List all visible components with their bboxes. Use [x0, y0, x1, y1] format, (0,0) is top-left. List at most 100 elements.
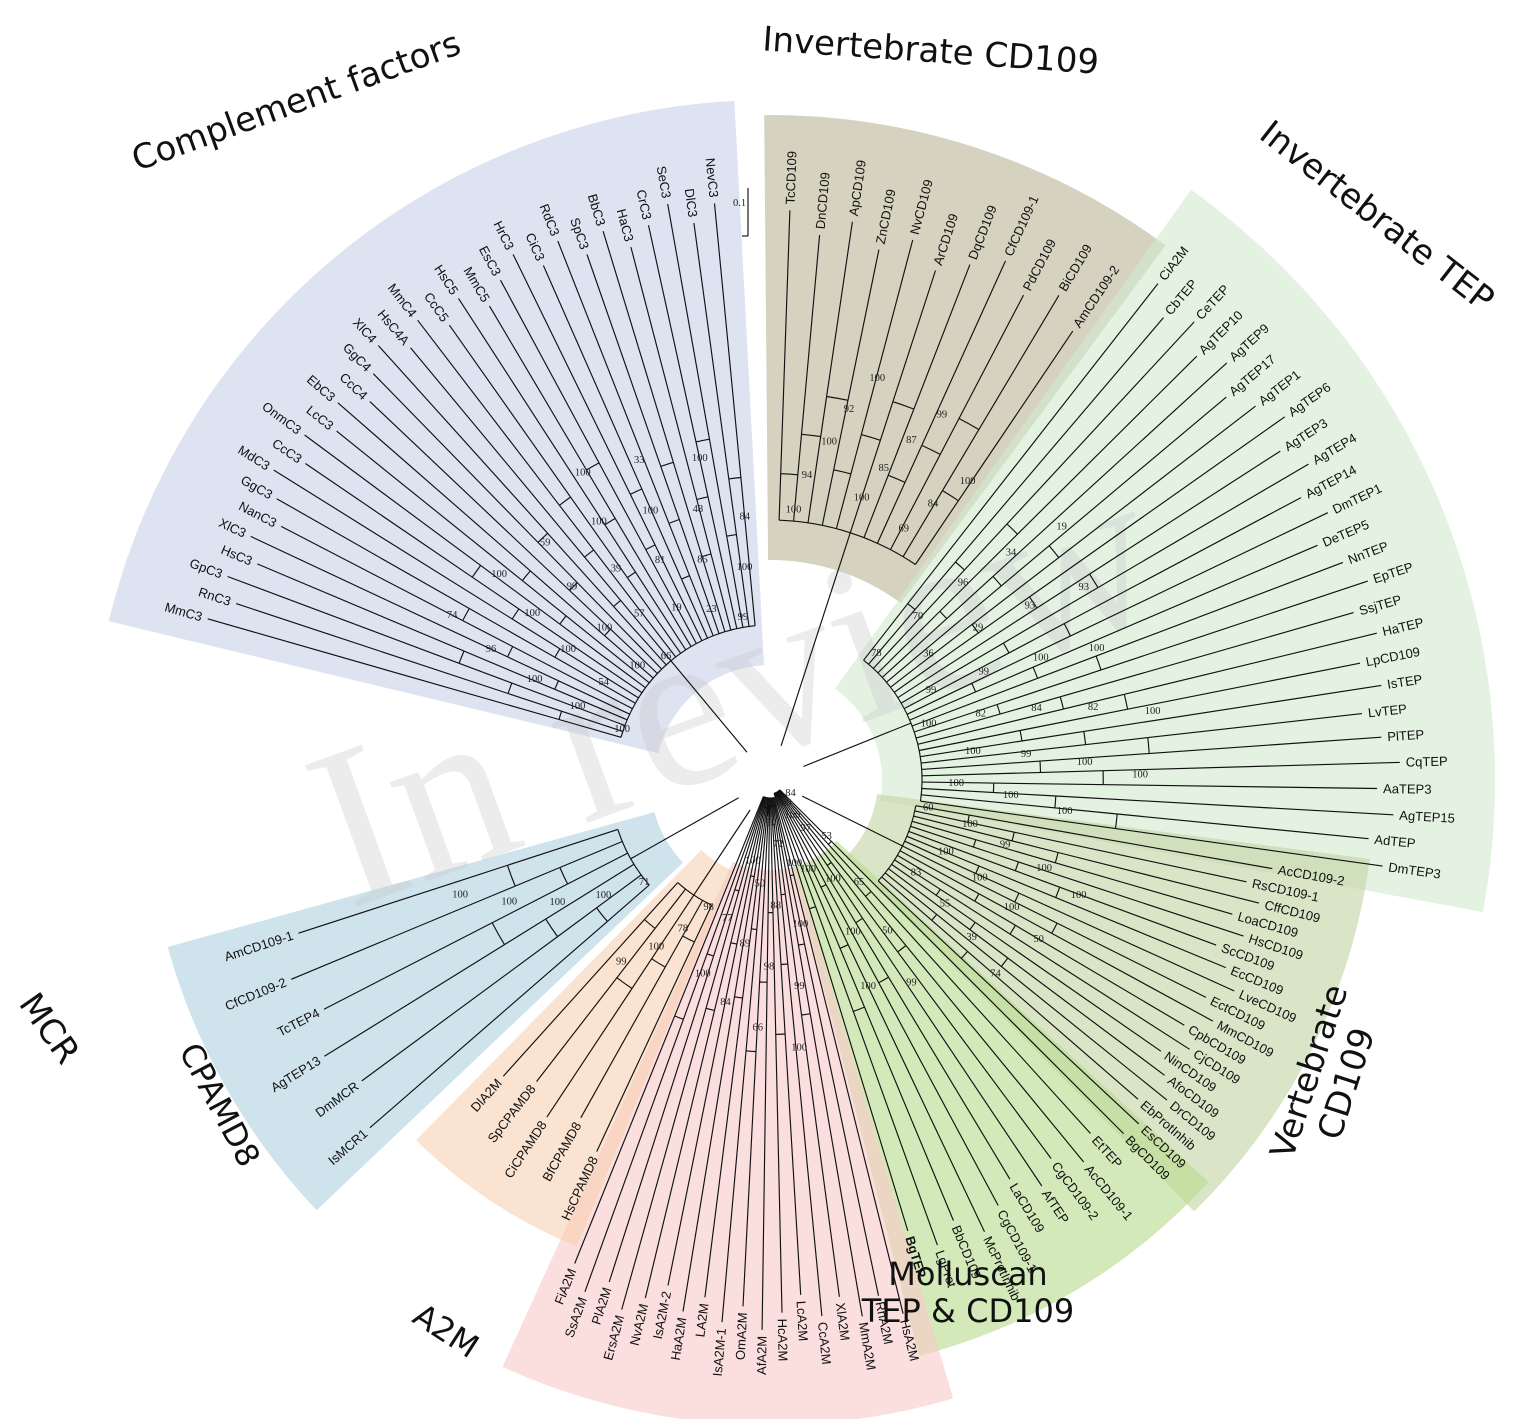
branch-inner — [554, 688, 628, 721]
branch-leaf — [888, 976, 1011, 1180]
branch-leaf — [1060, 612, 1354, 698]
branch-inner — [888, 868, 1009, 959]
bootstrap-value: 100 — [1004, 902, 1020, 913]
bootstrap-value: 99 — [937, 409, 948, 420]
branch-leaf — [1039, 736, 1382, 762]
bootstrap-value: 66 — [661, 651, 672, 662]
branch-inner — [793, 434, 803, 522]
branch-inner — [921, 781, 994, 784]
bootstrap-value: 74 — [447, 610, 458, 621]
branch-leaf — [410, 347, 586, 558]
branch-inner — [881, 876, 968, 952]
branch-inner — [872, 523, 1008, 669]
branch-inner — [902, 845, 1058, 924]
branch-inner — [584, 556, 672, 662]
leaf-label: CcA2M — [815, 1321, 834, 1365]
branch-inner — [511, 618, 639, 699]
branch-inner — [920, 800, 1008, 814]
branch-leaf — [942, 295, 1060, 491]
leaf-label: DlC3 — [682, 187, 701, 218]
branch-inner — [471, 576, 643, 694]
branch-inner — [915, 696, 1061, 739]
branch-leaf — [1048, 396, 1227, 547]
branch-inner — [567, 852, 628, 885]
branch-inner — [775, 792, 849, 945]
branch-inner — [620, 882, 679, 947]
leaf-label: AaTEP3 — [1383, 781, 1432, 797]
leaf-label: AdTEP — [1374, 832, 1416, 851]
branch-leaf — [502, 945, 622, 1077]
bootstrap-value: 100 — [1003, 790, 1019, 801]
branch-leaf — [369, 920, 608, 1129]
clade-title-mcr: MCR — [11, 986, 88, 1072]
bootstrap-value: 100 — [745, 856, 761, 867]
branch-inner — [779, 789, 832, 842]
branch-inner — [507, 656, 630, 715]
branch-inner — [886, 545, 1050, 683]
sector-cpamd8 — [416, 849, 733, 1247]
branch-inner — [893, 596, 1030, 693]
bootstrap-value: 83 — [911, 867, 922, 878]
branch-inner — [645, 549, 697, 644]
bootstrap-value: 99 — [794, 981, 805, 992]
branch-inner — [890, 623, 973, 688]
branch-leaf — [1018, 861, 1244, 937]
branch-inner — [849, 401, 894, 533]
branch-leaf — [784, 894, 840, 1297]
bootstrap-value: 93 — [1079, 582, 1090, 593]
branch-leaf — [280, 525, 463, 622]
branch-leaf — [971, 512, 1329, 684]
clade-title-inv_cd109: Invertebrate CD109 — [761, 19, 1100, 82]
branch-inner — [514, 840, 623, 887]
branch-leaf — [546, 988, 633, 1118]
bootstrap-value: 100 — [597, 622, 613, 633]
branch-leaf — [826, 221, 853, 397]
leaf-label: AfA2M — [754, 1336, 770, 1375]
branch-leaf — [780, 210, 791, 474]
bootstrap-value: 100 — [1077, 757, 1093, 768]
branch-inner — [909, 666, 1034, 721]
bootstrap-value: 100 — [786, 505, 802, 516]
bootstrap-value: 100 — [643, 506, 659, 517]
branch-leaf — [693, 222, 730, 479]
bootstrap-value: 100 — [948, 778, 964, 789]
leaf-label: TcCD109 — [783, 151, 800, 205]
leaf-label: AgTEP15 — [1399, 808, 1455, 826]
bootstrap-value: 99 — [616, 956, 627, 967]
branch-leaf — [207, 618, 560, 721]
branch-inner — [877, 880, 997, 992]
branch-leaf — [1056, 922, 1207, 998]
branch-leaf — [580, 966, 666, 1119]
branch-leaf — [290, 885, 516, 980]
bootstrap-value: 100 — [501, 897, 517, 908]
branch-inner — [807, 396, 828, 523]
branch-leaf — [996, 580, 1368, 706]
bootstrap-value: 50 — [882, 926, 893, 937]
branch-inner — [776, 791, 889, 978]
branch-inner — [772, 797, 811, 1014]
bootstrap-value: 100 — [560, 644, 576, 655]
branch-inner — [755, 797, 770, 1052]
bootstrap-value: 100 — [1036, 863, 1052, 874]
branch-inner — [908, 830, 1060, 888]
branch-leaf — [458, 298, 606, 526]
branch-inner — [604, 635, 654, 679]
branch-leaf — [557, 240, 670, 524]
bootstrap-value: 100 — [972, 873, 988, 884]
bootstrap-value: 88 — [771, 900, 782, 911]
bootstrap-value: 100 — [527, 674, 543, 685]
bootstrap-values: 1001001009674541001001001001009959665739… — [447, 373, 1161, 1054]
branch-leaf — [1029, 416, 1286, 598]
branch-leaf — [995, 990, 1140, 1125]
branch-node-arc — [751, 928, 757, 930]
scale-bar-label: 0.1 — [733, 198, 746, 209]
branch-leaf — [827, 969, 909, 1231]
bootstrap-value: 77 — [722, 913, 733, 924]
branch-inner — [461, 828, 618, 881]
branch-inner — [558, 718, 622, 738]
bootstrap-value: 54 — [765, 818, 776, 829]
branch-inner — [557, 874, 642, 938]
bootstrap-value: 100 — [591, 517, 607, 528]
branch-leaf — [887, 264, 971, 476]
leaf-label: HaA2M — [668, 1316, 690, 1361]
